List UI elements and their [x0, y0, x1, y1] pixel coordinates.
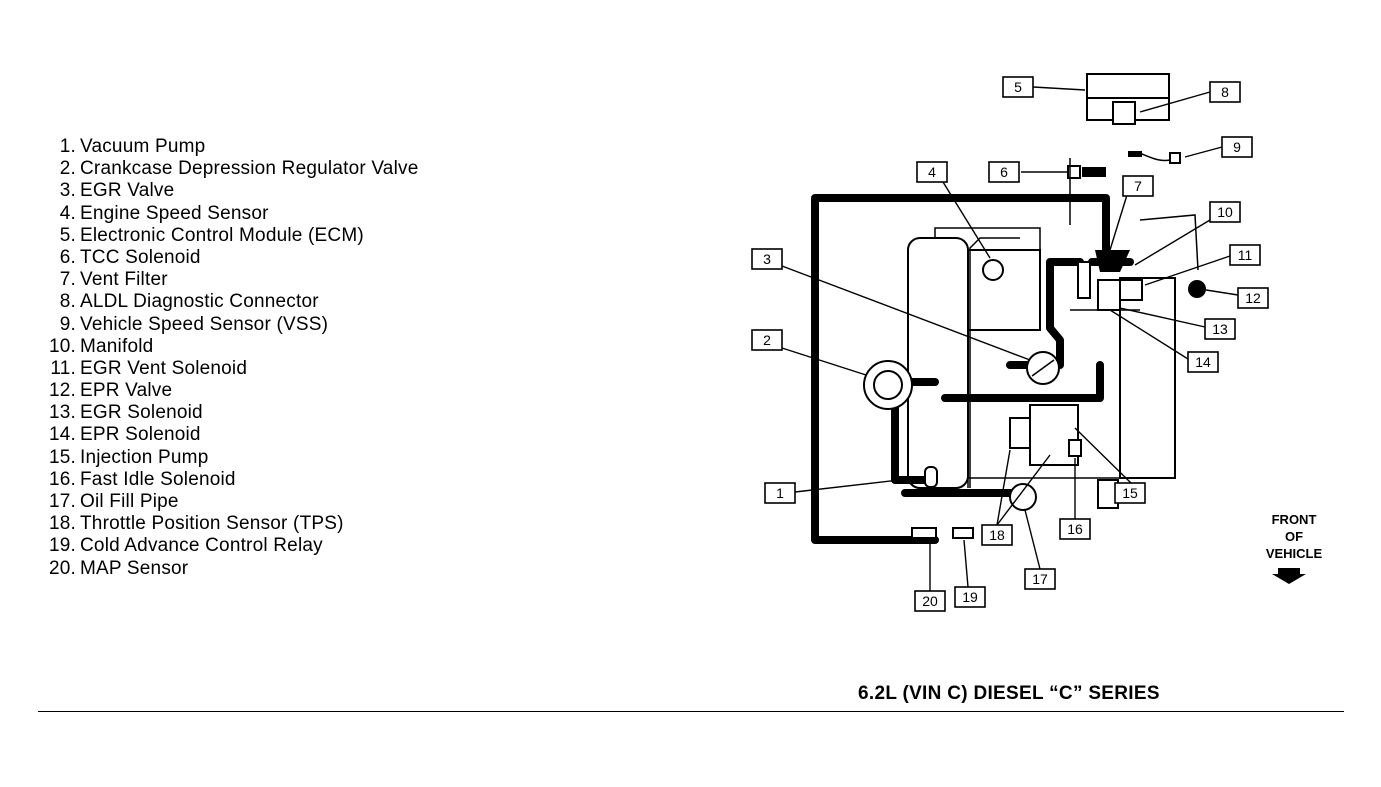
- svg-text:10: 10: [1217, 204, 1233, 220]
- crankcase-regulator-valve: [863, 360, 913, 410]
- svg-text:17: 17: [1032, 571, 1048, 587]
- legend-item: 17.Oil Fill Pipe: [48, 491, 179, 512]
- svg-text:15: 15: [1122, 485, 1138, 501]
- component-legend: 1.Vacuum Pump 2.Crankcase Depression Reg…: [38, 136, 418, 580]
- svg-text:3: 3: [763, 251, 771, 267]
- svg-text:8: 8: [1221, 84, 1229, 100]
- legend-item: 18.Throttle Position Sensor (TPS): [48, 513, 344, 535]
- legend-item: 10.Manifold: [48, 335, 154, 357]
- svg-text:12: 12: [1245, 290, 1261, 306]
- callout-15: 15: [1114, 482, 1146, 504]
- vss-sensor: [1128, 151, 1181, 164]
- callout-5: 5: [1002, 76, 1034, 98]
- callout-8: 8: [1209, 81, 1241, 103]
- svg-text:6: 6: [1000, 164, 1008, 180]
- legend-item: 8.ALDL Diagnostic Connector: [59, 291, 319, 313]
- legend-item: 7.Vent Filter: [59, 269, 168, 291]
- vacuum-pump: [924, 466, 938, 488]
- solenoid-cluster: [1077, 261, 1143, 311]
- legend-item: 16.Fast Idle Solenoid: [48, 468, 236, 490]
- callout-16: 16: [1059, 518, 1091, 540]
- engine-block: [907, 227, 1176, 509]
- callout-6: 6: [988, 161, 1020, 183]
- cold-advance-relay: [952, 527, 974, 539]
- svg-text:16: 16: [1067, 521, 1083, 537]
- svg-text:18: 18: [989, 527, 1005, 543]
- legend-item: 12.EPR Valve: [48, 380, 173, 402]
- ecm-module: [1086, 73, 1170, 125]
- oil-fill-pipe: [1009, 483, 1037, 511]
- svg-text:20: 20: [922, 593, 938, 609]
- legend-item: 11.EGR Vent Solenoid: [50, 357, 248, 379]
- leader-lines: [781, 86, 1239, 591]
- svg-text:2: 2: [763, 332, 771, 348]
- callout-13: 13: [1204, 318, 1236, 340]
- callout-3: 3: [751, 248, 783, 270]
- callout-17: 17: [1024, 568, 1056, 590]
- svg-text:11: 11: [1238, 247, 1253, 263]
- diagram-caption: 6.2L (VIN C) DIESEL “C” SERIES: [858, 683, 1160, 704]
- callout-10: 10: [1209, 201, 1241, 223]
- epr-valve: [1188, 280, 1206, 298]
- front-direction-arrow-icon: [1272, 568, 1306, 584]
- callout-11: 11: [1229, 244, 1261, 266]
- legend-item: 20.MAP Sensor: [48, 557, 189, 579]
- legend-item: 15.Injection Pump: [48, 446, 209, 468]
- svg-text:7: 7: [1134, 178, 1142, 194]
- svg-text:19: 19: [962, 589, 978, 605]
- svg-text:14: 14: [1195, 354, 1211, 370]
- callout-4: 4: [916, 161, 948, 183]
- callout-9: 9: [1221, 136, 1253, 158]
- svg-text:13: 13: [1212, 321, 1228, 337]
- legend-item: 5.Electronic Control Module (ECM): [59, 224, 364, 246]
- callout-1: 1: [764, 482, 796, 504]
- front-of-vehicle-label: FRONT OF VEHICLE: [1265, 512, 1323, 561]
- svg-text:4: 4: [928, 164, 936, 180]
- map-sensor: [911, 527, 937, 539]
- svg-text:9: 9: [1233, 139, 1241, 155]
- legend-item: 9.Vehicle Speed Sensor (VSS): [59, 313, 329, 335]
- vent-filter: [1095, 250, 1130, 272]
- legend-item: 4.Engine Speed Sensor: [59, 202, 269, 224]
- legend-item: 13.EGR Solenoid: [48, 402, 203, 424]
- callout-19: 19: [954, 586, 986, 608]
- tcc-solenoid: [1067, 165, 1106, 179]
- legend-item: 1.Vacuum Pump: [59, 136, 206, 157]
- svg-text:1: 1: [776, 485, 784, 501]
- legend-item: 6.TCC Solenoid: [59, 246, 201, 268]
- legend-item: 19.Cold Advance Control Relay: [48, 535, 323, 557]
- injection-pump: [1009, 404, 1082, 466]
- callout-2: 2: [751, 329, 783, 351]
- callout-14: 14: [1187, 351, 1219, 373]
- legend-item: 2.Crankcase Depression Regulator Valve: [59, 158, 419, 180]
- callout-12: 12: [1237, 287, 1269, 309]
- callout-18: 18: [981, 524, 1013, 546]
- callout-7: 7: [1122, 175, 1154, 197]
- svg-text:5: 5: [1014, 79, 1022, 95]
- callout-20: 20: [914, 590, 946, 612]
- legend-item: 14.EPR Solenoid: [48, 424, 201, 446]
- egr-valve: [1026, 351, 1060, 385]
- legend-item: 3.EGR Valve: [59, 180, 175, 202]
- bottom-divider: [38, 711, 1344, 712]
